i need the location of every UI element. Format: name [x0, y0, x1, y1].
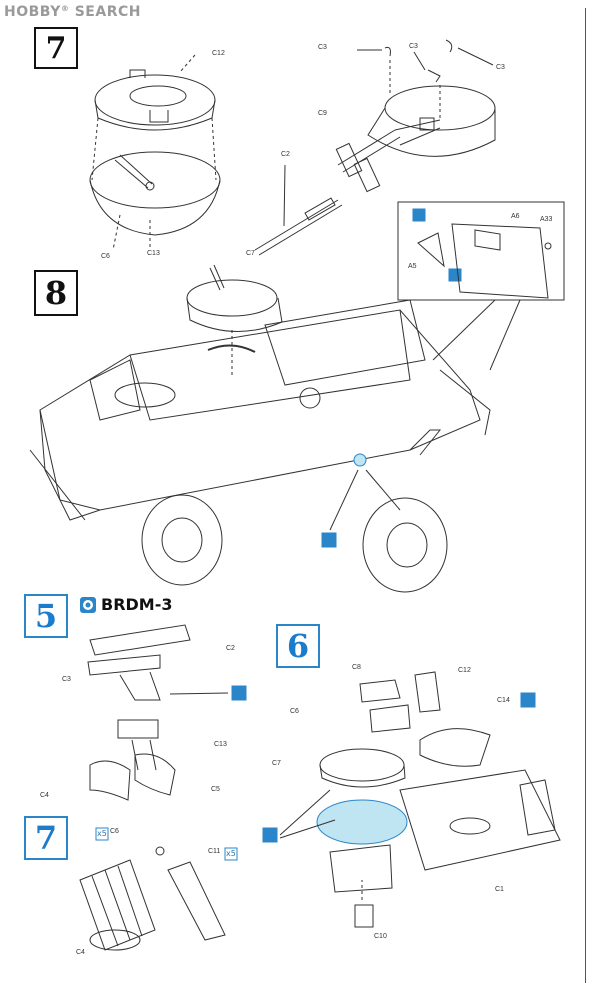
detail-inset: [397, 201, 565, 371]
part-label: A6: [511, 213, 520, 220]
dome-c13: [89, 151, 221, 236]
turret-cone: [367, 85, 496, 157]
step7-missiles: [79, 827, 238, 951]
part-label: C12: [212, 50, 225, 57]
step-number-7-bottom: 7: [24, 816, 68, 860]
part-label: C2: [281, 151, 290, 158]
step5-parts: [87, 624, 247, 801]
gun-c9: [335, 129, 401, 193]
wheel-rear: [362, 497, 448, 593]
repeat-tag: x5: [226, 849, 236, 858]
part-label: C2: [226, 645, 235, 652]
barrel-c2-c7: [254, 164, 343, 256]
part-label: C14: [497, 697, 510, 704]
step-number-7-top: 7: [34, 27, 78, 69]
part-label: C6: [290, 708, 299, 715]
part-label: C10: [374, 933, 387, 940]
part-label: C11: [208, 848, 221, 855]
part-label: A33: [540, 216, 553, 223]
variant-icon: [80, 597, 96, 613]
part-label: C3: [409, 43, 418, 50]
part-label: C3: [496, 64, 505, 71]
part-label: C13: [214, 741, 227, 748]
part-label: C8: [352, 664, 361, 671]
part-label: C12: [458, 667, 471, 674]
hatch-lid-c12: [94, 69, 216, 131]
part-label: C1: [495, 886, 504, 893]
part-label: C5: [211, 786, 220, 793]
step-number-5: 5: [24, 594, 68, 638]
part-label: A5: [408, 263, 417, 270]
part-label: C3: [318, 44, 327, 51]
part-label: C7: [246, 250, 255, 257]
vehicle-hull: [29, 299, 491, 521]
watermark-logo: HOBBY® SEARCH: [4, 4, 141, 20]
step6-parts: [262, 671, 561, 928]
repeat-tag: x5: [97, 829, 107, 838]
part-label: C4: [76, 949, 85, 956]
part-label: C6: [110, 828, 119, 835]
part-label: C6: [101, 253, 110, 260]
axle-point-blue: [321, 453, 401, 548]
part-label: C13: [147, 250, 160, 257]
top7-guide-lines: [91, 54, 217, 251]
variant-title: BRDM-3: [101, 595, 173, 614]
part-label: C3: [62, 676, 71, 683]
page-border: [585, 8, 586, 983]
part-label: C7: [272, 760, 281, 767]
turret-exploded: [186, 264, 283, 378]
wheel-front: [141, 494, 223, 586]
part-label: C9: [318, 110, 327, 117]
part-label: C4: [40, 792, 49, 799]
step-number-6: 6: [276, 624, 320, 668]
clips-c3: [357, 39, 494, 120]
step-number-8: 8: [34, 270, 78, 316]
